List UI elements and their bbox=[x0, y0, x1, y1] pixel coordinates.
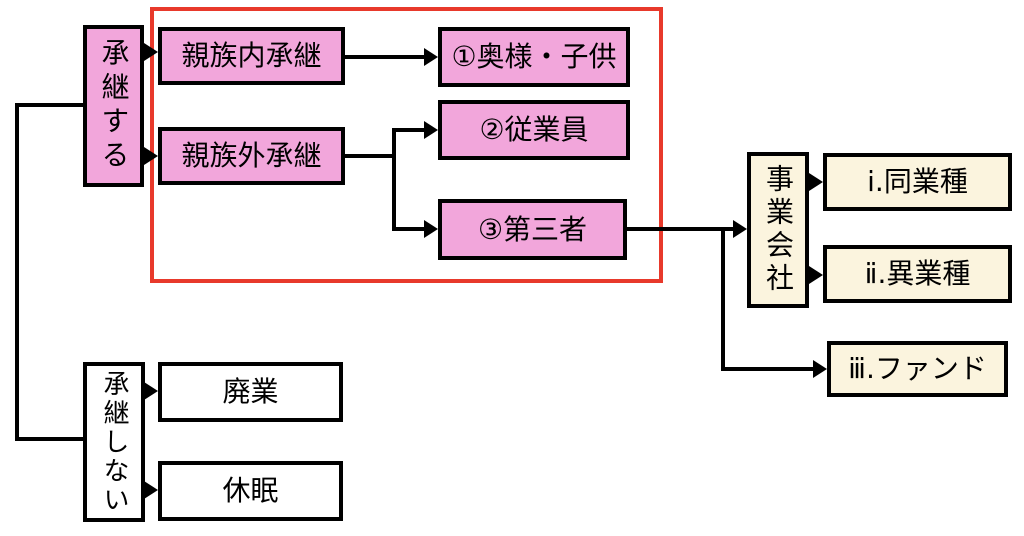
not-succeed-label: 承継しない bbox=[99, 369, 129, 515]
arrowhead-to-fund bbox=[813, 360, 827, 378]
connector-to-employees bbox=[394, 128, 426, 132]
dormant-box: 休眠 bbox=[158, 461, 343, 521]
close-business-box: 廃業 bbox=[158, 362, 343, 422]
succeed-box: 承継する bbox=[83, 25, 144, 187]
different-industry-label: ⅱ.異業種 bbox=[864, 257, 971, 290]
fund-box: ⅲ.ファンド bbox=[827, 341, 1008, 397]
arrowhead-to-close-business bbox=[144, 382, 158, 400]
arrowhead-to-third-party bbox=[424, 220, 438, 238]
family-internal-succession-box: 親族内承継 bbox=[158, 27, 345, 85]
business-company-label: 事業会社 bbox=[762, 164, 795, 296]
arrowhead-to-employees bbox=[424, 121, 438, 139]
close-business-label: 廃業 bbox=[222, 375, 279, 408]
connector-succeed-bracket-vertical bbox=[15, 103, 19, 441]
business-company-box: 事業会社 bbox=[747, 152, 809, 308]
connector-to-third-party bbox=[394, 227, 426, 231]
wife-children-label: ①奥様・子供 bbox=[451, 40, 617, 73]
connector-external-branch-vertical bbox=[392, 128, 396, 231]
arrowhead-to-same-industry bbox=[809, 173, 823, 191]
connector-third-party-to-company bbox=[627, 227, 735, 231]
connector-fund-branch-vertical bbox=[721, 227, 725, 371]
arrowhead-to-wife-children bbox=[424, 48, 438, 66]
arrowhead-to-dormant bbox=[144, 481, 158, 499]
different-industry-box: ⅱ.異業種 bbox=[823, 245, 1012, 303]
wife-children-box: ①奥様・子供 bbox=[438, 27, 630, 87]
not-succeed-box: 承継しない bbox=[83, 362, 145, 522]
employees-box: ②従業員 bbox=[438, 100, 630, 160]
family-external-succession-box: 親族外承継 bbox=[158, 127, 345, 185]
connector-succeed-bracket-bottom bbox=[15, 437, 85, 441]
arrowhead-to-family-internal bbox=[144, 43, 158, 61]
connector-to-fund bbox=[721, 367, 817, 371]
arrowhead-to-business-company bbox=[733, 220, 747, 238]
connector-internal-to-wife-children bbox=[345, 55, 428, 59]
same-industry-box: ⅰ.同業種 bbox=[823, 153, 1012, 211]
same-industry-label: ⅰ.同業種 bbox=[867, 165, 968, 198]
dormant-label: 休眠 bbox=[222, 474, 279, 507]
third-party-box: ③第三者 bbox=[438, 199, 627, 260]
connector-succeed-bracket-top bbox=[15, 103, 85, 107]
connector-external-stub bbox=[345, 154, 394, 158]
highlight-frame bbox=[150, 7, 663, 283]
third-party-label: ③第三者 bbox=[477, 212, 588, 246]
arrowhead-to-different-industry bbox=[809, 266, 823, 284]
family-internal-succession-label: 親族内承継 bbox=[181, 39, 322, 72]
succeed-label: 承継する bbox=[97, 38, 131, 174]
employees-label: ②従業員 bbox=[479, 113, 589, 146]
fund-label: ⅲ.ファンド bbox=[848, 352, 987, 385]
family-external-succession-label: 親族外承継 bbox=[181, 139, 322, 172]
arrowhead-to-family-external bbox=[144, 147, 158, 165]
